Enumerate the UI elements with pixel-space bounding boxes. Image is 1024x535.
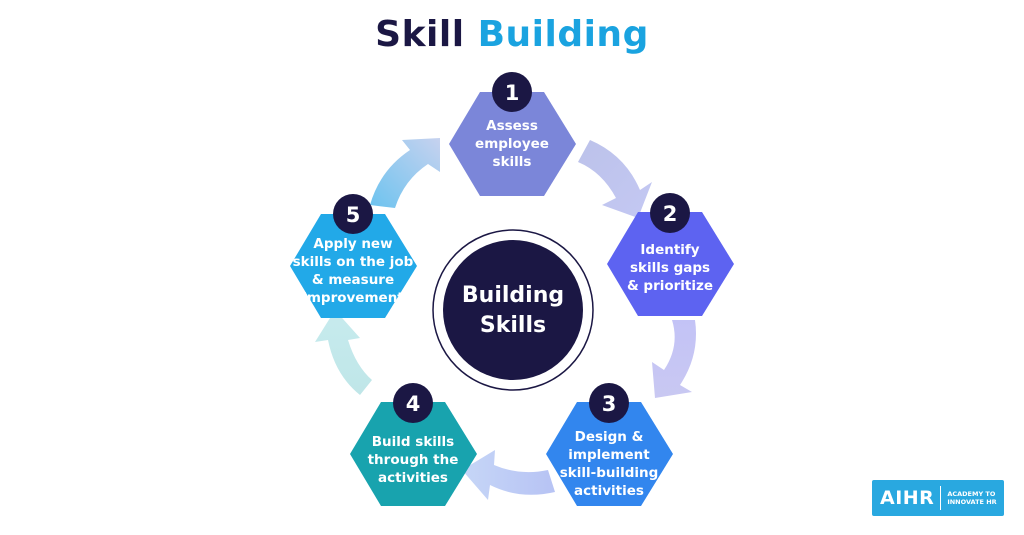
- step-2-number: 2: [663, 202, 678, 226]
- step-4-label-line-3: activities: [378, 470, 448, 486]
- step-4-label-line-1: Build skills: [372, 434, 454, 450]
- step-1-label-line-1: Assess: [486, 118, 538, 134]
- connector-arrows: [315, 138, 696, 500]
- step-3-label-line-4: activities: [574, 483, 644, 499]
- step-3-badge: [589, 383, 629, 423]
- logo-tagline-line-1: ACADEMY TO: [947, 490, 996, 498]
- step-5-label-line-4: improvement: [302, 290, 404, 306]
- title-word-building: Building: [477, 14, 649, 55]
- step-1-badge: [492, 72, 532, 112]
- center-line-1: Building: [462, 283, 564, 308]
- step-5-number: 5: [346, 203, 361, 227]
- step-3-number: 3: [602, 392, 617, 416]
- step-5-label-line-1: Apply new: [313, 236, 392, 252]
- step-2-badge: [650, 193, 690, 233]
- step-2: Identify skills gaps & prioritize 2: [607, 193, 734, 316]
- step-3-label-line-3: skill-building: [560, 465, 659, 481]
- step-1: Assess employee skills 1: [449, 72, 576, 196]
- arrow-2-to-3: [652, 320, 696, 398]
- step-4-badge: [393, 383, 433, 423]
- step-1-number: 1: [505, 81, 520, 105]
- step-4-label-line-2: through the: [368, 452, 459, 468]
- center-fill: [443, 240, 583, 380]
- step-5-hexagon: [290, 214, 417, 318]
- arrow-4-to-5: [315, 310, 372, 395]
- step-3-label-line-1: Design &: [575, 429, 644, 445]
- center-ring: [432, 229, 594, 391]
- step-2-label-line-1: Identify: [640, 242, 699, 258]
- step-5: Apply new skills on the job & measure im…: [290, 194, 417, 318]
- logo-tagline-line-2: INNOVATE HR: [947, 498, 997, 506]
- logo-mark: AIHR: [880, 487, 935, 509]
- step-5-label-line-2: skills on the job: [293, 254, 414, 270]
- step-2-hexagon: [607, 212, 734, 316]
- aihr-logo: AIHR ACADEMY TO INNOVATE HR: [872, 480, 1004, 516]
- step-2-label-line-2: skills gaps: [630, 260, 710, 276]
- step-4: Build skills through the activities 4: [350, 383, 477, 506]
- step-5-label-line-3: & measure: [312, 272, 394, 288]
- step-3-hexagon: [546, 402, 673, 506]
- logo-divider: [940, 486, 942, 510]
- step-1-label-line-3: skills: [493, 154, 532, 170]
- center-circle: Building Skills: [432, 229, 594, 391]
- arrow-1-to-2: [578, 140, 652, 218]
- step-5-badge: [333, 194, 373, 234]
- arrow-3-to-4: [462, 450, 555, 500]
- step-4-hexagon: [350, 402, 477, 506]
- step-1-label-line-2: employee: [475, 136, 549, 152]
- title-word-skill: Skill: [375, 14, 465, 55]
- page-title: Skill Building: [0, 14, 1024, 55]
- logo-tagline: ACADEMY TO INNOVATE HR: [947, 490, 996, 506]
- step-1-hexagon: [449, 92, 576, 196]
- center-line-2: Skills: [480, 313, 546, 338]
- step-2-label-line-3: & prioritize: [627, 278, 713, 294]
- step-4-number: 4: [406, 392, 421, 416]
- arrow-5-to-1: [370, 138, 440, 208]
- step-3: Design & implement skill-building activi…: [546, 383, 673, 506]
- step-3-label-line-2: implement: [568, 447, 650, 463]
